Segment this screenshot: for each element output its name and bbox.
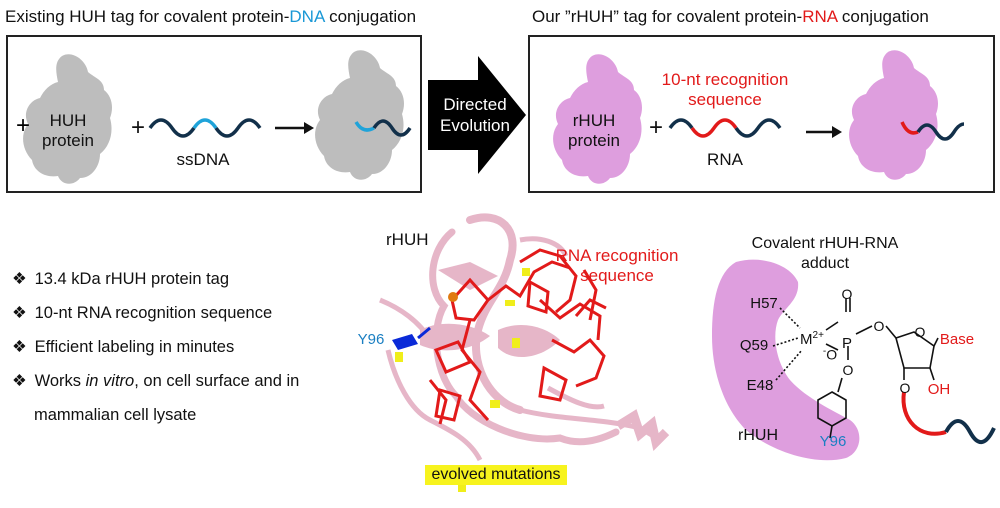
bullet-text: 13.4 kDa rHUH protein tag xyxy=(34,270,230,288)
adduct-y96-label: Y96 xyxy=(819,433,847,450)
bullet-diamond-icon: ❖ xyxy=(12,372,27,390)
adduct-oh: OH xyxy=(927,381,951,398)
structure-y96-label: Y96 xyxy=(357,331,385,348)
ssdna-strand-right xyxy=(214,118,262,138)
recognition-line2: sequence xyxy=(688,90,762,109)
adduct-title-line1: Covalent rHUH-RNA xyxy=(751,235,899,252)
adduct-oxygen-right: O xyxy=(873,318,885,334)
reaction-arrowhead-right xyxy=(832,126,842,138)
adduct-metal: M2+ xyxy=(798,326,826,350)
adduct-oxygen-symbol: O xyxy=(826,346,838,363)
bullet-item: ❖ Works in vitro, on cell surface and in xyxy=(12,364,299,398)
rna-strand-left xyxy=(668,118,694,130)
rhuh-label-line1: rHUH xyxy=(572,111,616,130)
bullet-works-prefix: Works xyxy=(34,372,86,390)
adduct-title: Covalent rHUH-RNA adduct xyxy=(745,234,905,274)
rhuh-product-blob xyxy=(849,50,938,180)
recognition-line1: 10-nt recognition xyxy=(661,70,789,89)
right-heading: Our ”rHUH” tag for covalent protein-RNA … xyxy=(532,7,929,27)
plus-sign-left: + xyxy=(16,112,30,139)
directed-evolution-label: Directed Evolution xyxy=(430,94,520,136)
adduct-rhuh-label: rHUH xyxy=(738,427,778,444)
bullet-text: 10-nt RNA recognition sequence xyxy=(34,304,273,322)
product-rna-tail xyxy=(916,122,965,141)
rna-strand-right xyxy=(734,118,782,138)
structure-recognition-line2: sequence xyxy=(580,266,654,285)
rhuh-label-line2: protein xyxy=(568,131,620,150)
bullet-works-italic: in vitro xyxy=(85,372,135,390)
left-heading: Existing HUH tag for covalent protein-DN… xyxy=(5,7,416,27)
structure-recognition-label: RNA recognition sequence xyxy=(552,246,682,286)
plus-left: + xyxy=(130,114,145,141)
adduct-h57: H57 xyxy=(750,295,778,312)
adduct-oxygen-top: O xyxy=(841,286,853,302)
product-dna-attached xyxy=(354,121,375,132)
feature-bullets: ❖ 13.4 kDa rHUH protein tag ❖ 10-nt RNA … xyxy=(12,262,299,432)
adduct-ring-oxygen: O xyxy=(914,324,926,340)
adduct-phosphorus: P xyxy=(841,335,852,352)
bullet-works-suffix: , on cell surface and in xyxy=(134,372,300,390)
left-heading-prefix: Existing HUH tag for covalent protein- xyxy=(5,7,290,26)
structure-rhuh-label: rHUH xyxy=(386,230,429,249)
bullet-item-continuation: mammalian cell lysate xyxy=(34,406,197,424)
bullet-text: Efficient labeling in minutes xyxy=(34,338,235,356)
adduct-e48: E48 xyxy=(746,377,774,394)
left-heading-suffix: conjugation xyxy=(324,7,417,26)
huh-product-blob xyxy=(315,50,404,180)
adduct-rna-tail xyxy=(944,419,996,444)
product-dna-tail xyxy=(372,119,412,137)
adduct-bonds xyxy=(772,298,939,439)
arrow-line2: Evolution xyxy=(440,116,510,135)
rna-strand-mid xyxy=(690,118,738,138)
right-panel xyxy=(528,35,995,193)
huh-protein-blob xyxy=(23,54,112,184)
adduct-metal-charge: 2+ xyxy=(812,330,824,341)
structure-recognition-line1: RNA recognition xyxy=(555,246,679,265)
bullet-item: ❖ Efficient labeling in minutes xyxy=(12,330,299,364)
bullet-diamond-icon: ❖ xyxy=(12,270,27,288)
adduct-metal-symbol: M xyxy=(800,331,813,348)
adduct-rhuh-blob xyxy=(712,259,860,461)
reaction-arrowhead-left xyxy=(304,122,314,134)
product-rna-attached xyxy=(900,121,919,135)
adduct-base: Base xyxy=(939,331,975,348)
rna-label: RNA xyxy=(707,150,743,169)
bullet-diamond-icon: ❖ xyxy=(12,338,27,356)
adduct-oxygen-3prime: O xyxy=(899,380,911,396)
adduct-q59: Q59 xyxy=(739,337,769,354)
directed-evolution-arrow xyxy=(428,56,526,174)
ssdna-strand-mid xyxy=(192,118,218,130)
adduct-rna-linker xyxy=(901,391,947,436)
adduct-title-line2: adduct xyxy=(800,255,850,272)
bullet-item: ❖ 10-nt RNA recognition sequence xyxy=(12,296,299,330)
huh-protein-label: HUH protein xyxy=(38,111,98,151)
rhuh-protein-blob xyxy=(553,54,642,184)
right-heading-prefix: Our ”rHUH” tag for covalent protein- xyxy=(532,7,803,26)
left-heading-dna: DNA xyxy=(289,7,325,26)
adduct-oxygen-left: -O xyxy=(822,342,838,365)
metal-ion-sphere xyxy=(448,292,458,302)
plus-right: + xyxy=(648,114,663,141)
bullet-item: ❖ 13.4 kDa rHUH protein tag xyxy=(12,262,299,296)
right-heading-suffix: conjugation xyxy=(837,7,929,26)
ssdna-strand-left xyxy=(148,118,196,138)
adduct-oxygen-bottom: O xyxy=(842,362,854,378)
ssdna-label: ssDNA xyxy=(176,150,230,169)
right-heading-rna: RNA xyxy=(802,7,838,26)
recognition-label: 10-nt recognition sequence xyxy=(660,70,790,110)
evolved-mutations-label: evolved mutations xyxy=(425,465,567,485)
arrow-line1: Directed xyxy=(443,95,507,114)
huh-label-line2: protein xyxy=(42,131,94,150)
rhuh-crystal-structure xyxy=(379,213,670,492)
rhuh-protein-label: rHUH protein xyxy=(562,111,626,151)
bullet-diamond-icon: ❖ xyxy=(12,304,27,322)
adduct-oxygen-charge: - xyxy=(822,346,827,357)
huh-label-line1: HUH xyxy=(49,111,87,130)
